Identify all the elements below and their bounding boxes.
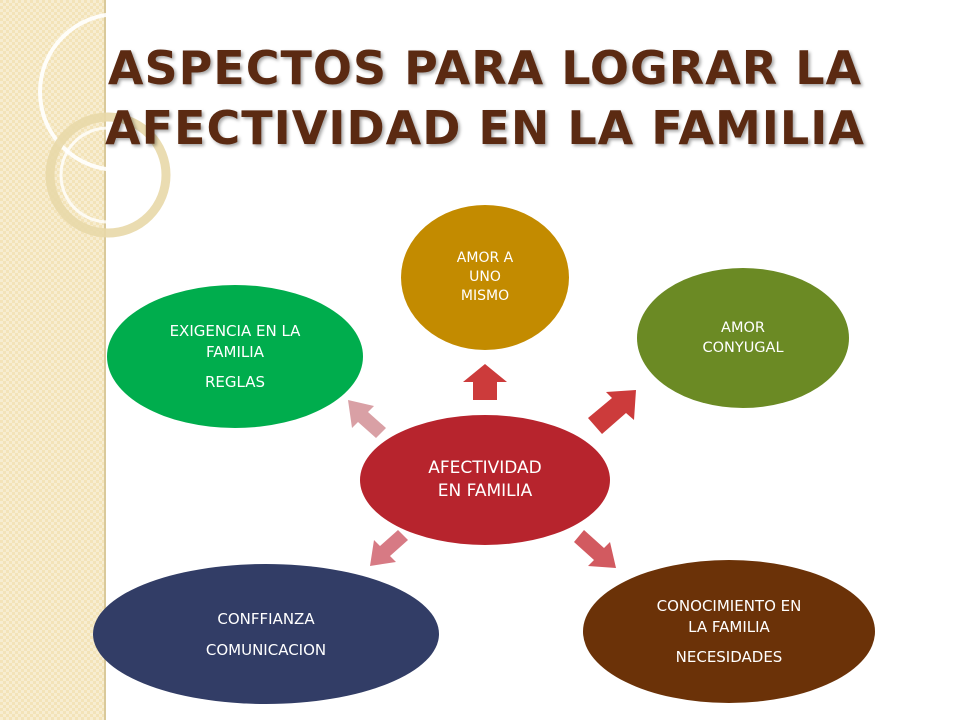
node-afectividad-en-familia: AFECTIVIDAD EN FAMILIA — [360, 415, 610, 545]
arrow-up-icon — [463, 364, 507, 400]
node-left-line-1: EXIGENCIA EN LA — [169, 321, 301, 340]
node-bottom-left-line-2: COMUNICACION — [205, 640, 327, 659]
page-title: ASPECTOS PARA LOGRAR LA AFECTIVIDAD EN L… — [60, 38, 910, 158]
node-right-line-2: CONYUGAL — [702, 340, 784, 356]
node-top-line-3: MISMO — [460, 288, 510, 304]
arrow-up-left-icon — [348, 400, 386, 438]
node-bottom-right-line-1: CONOCIMIENTO EN — [656, 596, 802, 615]
side-strip-border — [104, 0, 106, 720]
node-bottom-right-extra: NECESIDADES — [675, 647, 783, 666]
node-amor-a-uno-mismo: AMOR A UNO MISMO — [401, 205, 569, 350]
arrow-up-right-icon — [588, 390, 636, 434]
arrow-down-left-icon — [370, 530, 408, 566]
center-line-1: AFECTIVIDAD — [428, 458, 542, 478]
ring-medium — [45, 112, 171, 238]
arrow-top-shape — [463, 364, 507, 400]
arrow-bottom-left-shape — [370, 530, 408, 566]
node-confianza-comunicacion: CONFFIANZA COMUNICACION — [93, 564, 439, 704]
center-line-2: EN FAMILIA — [437, 481, 533, 501]
ring-inner — [59, 126, 157, 224]
ring-large — [38, 12, 198, 172]
arrow-right-shape — [588, 390, 636, 434]
node-conocimiento-en-la-familia: CONOCIMIENTO EN LA FAMILIA NECESIDADES — [583, 560, 875, 703]
node-top-line-1: AMOR A — [456, 250, 514, 266]
arrow-down-right-icon — [574, 530, 616, 568]
decorative-rings — [38, 12, 198, 238]
node-top-line-2: UNO — [469, 269, 501, 285]
arrow-bottom-right-shape — [574, 530, 616, 568]
node-exigencia-en-la-familia: EXIGENCIA EN LA FAMILIA REGLAS — [107, 285, 363, 428]
node-right-line-1: AMOR — [721, 320, 765, 336]
arrow-left-shape — [348, 400, 386, 438]
node-left-extra: REGLAS — [204, 372, 265, 391]
node-left-line-2: FAMILIA — [206, 342, 264, 361]
title-line-1: ASPECTOS PARA LOGRAR LA — [107, 41, 863, 95]
title-line-2: AFECTIVIDAD EN LA FAMILIA — [105, 101, 865, 155]
node-bottom-left-line-1: CONFFIANZA — [217, 609, 315, 628]
node-amor-conyugal: AMOR CONYUGAL — [637, 268, 849, 408]
node-bottom-right-line-2: LA FAMILIA — [688, 617, 770, 636]
